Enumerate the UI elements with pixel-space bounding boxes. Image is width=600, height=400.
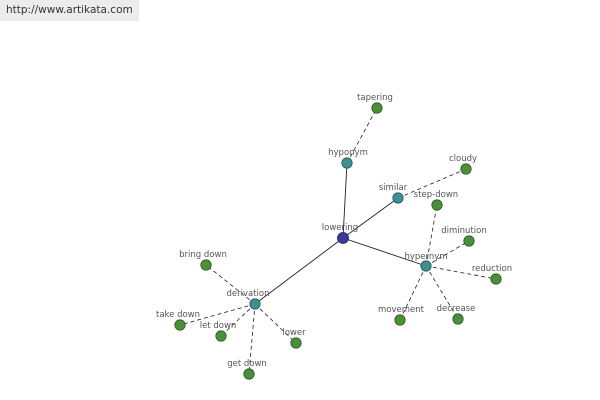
node-bring-down-label: bring down [179,250,227,260]
edge-derivation-get-down [248,303,256,375]
node-hypernym[interactable]: hypernym [404,252,448,272]
node-lowering-dot[interactable] [337,232,349,244]
edge-lowering-hypernym [342,237,427,267]
node-decrease[interactable]: decrease [437,304,476,325]
node-reduction-label: reduction [472,264,512,274]
node-lowering[interactable]: lowering [322,223,358,244]
node-hyponym-label: hyponym [328,148,368,158]
edge-lowering-hyponym [342,162,348,239]
node-tapering-dot[interactable] [371,102,383,114]
node-lower-dot[interactable] [290,337,302,349]
node-step-down[interactable]: step-down [414,190,458,211]
node-let-down-dot[interactable] [215,330,227,342]
edge-hypernym-step-down [425,204,438,267]
node-diminution-label: diminution [441,226,486,236]
node-take-down-label: take down [156,310,200,320]
edge-derivation-take-down [179,303,256,326]
node-diminution[interactable]: diminution [441,226,487,247]
node-derivation[interactable]: derivation [226,289,270,310]
node-take-down[interactable]: take down [156,310,200,331]
node-similar-dot[interactable] [392,192,404,204]
node-get-down[interactable]: get down [227,359,267,380]
node-hyponym[interactable]: hyponym [328,148,368,169]
node-similar[interactable]: similar [379,183,408,204]
site-url-link[interactable]: http://www.artikata.com [6,4,133,16]
node-lowering-label: lowering [322,223,358,233]
node-hyponym-dot[interactable] [341,157,353,169]
node-bring-down-dot[interactable] [200,259,212,271]
node-movement[interactable]: movement [378,305,425,326]
url-banner: http://www.artikata.com [0,0,139,21]
node-movement-label: movement [378,305,425,315]
node-cloudy[interactable]: cloudy [449,154,477,175]
node-let-down-label: let down [200,321,237,331]
node-cloudy-label: cloudy [449,154,477,164]
graph-edges [179,107,497,375]
node-bring-down[interactable]: bring down [179,250,227,271]
node-diminution-dot[interactable] [463,235,475,247]
edge-lowering-similar [342,197,399,239]
node-take-down-dot[interactable] [174,319,186,331]
node-tapering-label: tapering [357,93,393,103]
node-step-down-label: step-down [414,190,458,200]
edge-lowering-derivation [254,237,344,305]
node-derivation-label: derivation [226,289,269,299]
edge-hyponym-tapering [346,107,378,164]
node-get-down-dot[interactable] [243,368,255,380]
node-lower-label: lower [282,328,306,338]
node-movement-dot[interactable] [394,314,406,326]
node-reduction[interactable]: reduction [472,264,512,285]
edge-hypernym-diminution [425,240,470,267]
node-decrease-dot[interactable] [452,313,464,325]
node-similar-label: similar [379,183,408,193]
edge-derivation-let-down [220,303,256,337]
graph-nodes: lowering hyponym similar hypernym derivation… [156,93,512,380]
node-get-down-label: get down [227,359,267,369]
node-let-down[interactable]: let down [200,321,237,342]
node-reduction-dot[interactable] [490,273,502,285]
edge-derivation-lower [254,303,297,344]
node-tapering[interactable]: tapering [357,93,393,114]
node-hypernym-dot[interactable] [420,260,432,272]
node-decrease-label: decrease [437,304,476,314]
edge-hypernym-decrease [425,265,459,320]
node-derivation-dot[interactable] [249,298,261,310]
edge-derivation-bring-down [205,264,256,305]
edge-hypernym-movement [399,265,427,321]
node-step-down-dot[interactable] [431,199,443,211]
edge-similar-cloudy [397,168,467,199]
edge-hypernym-reduction [425,265,497,280]
node-cloudy-dot[interactable] [460,163,472,175]
node-hypernym-label: hypernym [404,252,447,262]
node-lower[interactable]: lower [282,328,306,349]
